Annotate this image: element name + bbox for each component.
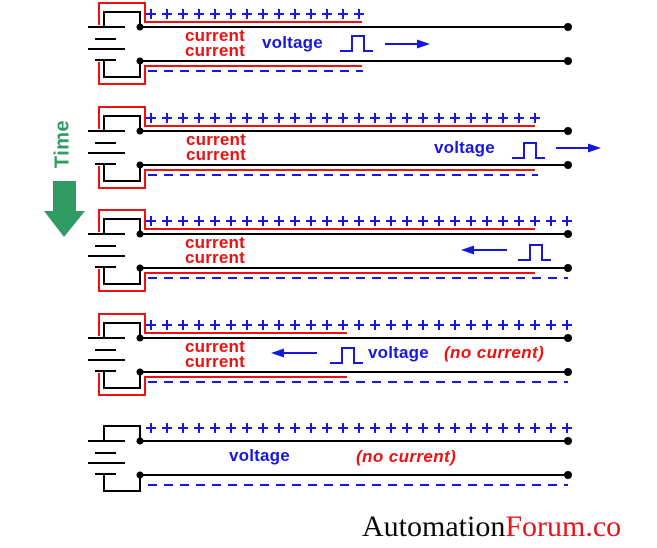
battery-icon [88,218,141,285]
terminal-dot [564,161,572,169]
current-label: current [185,233,245,252]
plus-charges [146,320,572,330]
battery-icon [88,425,141,492]
current-label: current [186,130,246,149]
voltage-label: voltage [229,446,290,465]
voltage-label: voltage [262,33,323,52]
terminal-dot [564,471,572,479]
plus-charges [146,113,540,123]
propagation-arrow-icon [461,245,507,255]
stage-5 [88,423,572,492]
stage-4 [88,313,572,396]
current-label: current [185,248,245,267]
plus-charges [146,9,364,19]
current-label: current [185,41,245,60]
voltage-label: voltage [368,343,429,362]
terminal-dot [564,127,572,135]
plus-charges [146,216,572,226]
current-path-red [98,106,535,189]
terminal-dot [564,57,572,65]
terminal-dot [564,437,572,445]
current-label: current [186,145,246,164]
propagation-arrow-icon [385,39,430,49]
terminal-dot [564,23,572,31]
voltage-pulse-icon [340,35,373,52]
current-path-red [98,209,535,292]
propagation-arrow-icon [271,348,317,358]
plus-charges [146,423,572,433]
no-current-label: (no current) [356,447,457,466]
battery-icon [88,11,141,78]
voltage-pulse-icon [518,244,551,261]
current-label: current [185,26,245,45]
time-axis-label: Time [51,119,74,169]
stage-1 [88,2,572,85]
watermark: AutomationForum.co [362,510,621,544]
current-label: current [185,352,245,371]
no-current-label: (no current) [444,343,545,362]
watermark-red-text: Forum.co [505,510,622,543]
current-path-red [98,313,347,396]
battery-icon [88,115,141,182]
watermark-black-text: Automation [362,510,506,543]
voltage-label: voltage [434,138,495,157]
propagation-arrow-icon [556,143,601,153]
terminal-dot [564,230,572,238]
terminal-dot [564,334,572,342]
voltage-pulse-icon [330,347,363,364]
stage-2 [88,106,601,189]
time-arrow-icon [44,181,85,237]
current-path-red [98,2,362,85]
terminal-dot [564,368,572,376]
battery-icon [88,322,141,389]
stage-3 [88,209,572,292]
current-label: current [185,337,245,356]
terminal-dot [564,264,572,272]
voltage-pulse-icon [512,142,545,159]
